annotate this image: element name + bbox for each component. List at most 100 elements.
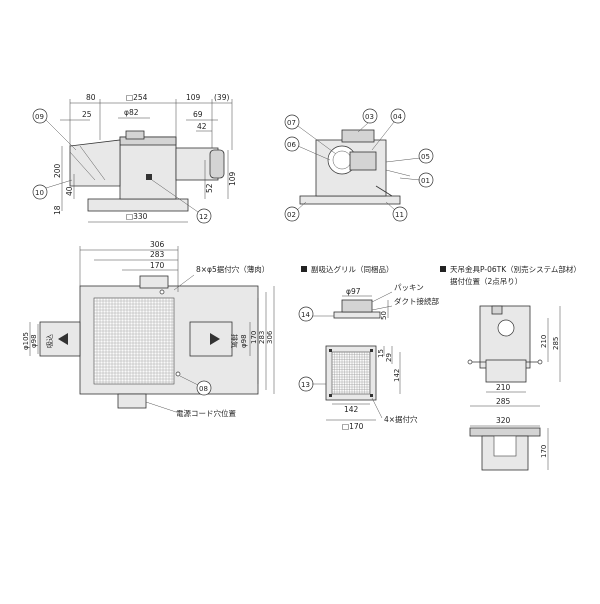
plan-top-stub [139,275,169,289]
leader-07 [297,125,337,155]
grille-142v-label: 142 [393,369,401,382]
hole-marker-2 [175,371,181,377]
grille-hole-4 [370,394,373,397]
leader-04 [371,121,395,151]
bracket-hang-l [467,359,473,365]
hole-marker [159,289,165,295]
grille-50-label: 50 [380,311,388,320]
dim-39-label: (39) [214,93,229,102]
callout-12-text: 12 [199,213,208,221]
callout-03 [362,108,378,124]
callout-14-text: 14 [301,311,310,319]
packing-label: パッキン [394,283,424,292]
dim-69-label: 69 [193,110,203,119]
inlet-diagonal [69,151,96,181]
dim-200-label: 200 [53,163,62,178]
callout-06-text: 06 [287,141,296,149]
leader-08 [179,375,199,386]
bracket-hang-r [537,359,543,365]
grille-heading: 副吸込グリル（同梱品） [311,264,394,274]
dim-109-label: 109 [186,93,201,102]
bracket-sub: 据付位置（2点吊り） [450,276,522,286]
plan-306v-label: 306 [266,330,274,344]
callout-09-text: 09 [35,113,44,121]
dim-80-label: 80 [86,93,96,102]
base-plate [87,198,189,212]
section-hinge [375,185,393,197]
callout-05 [418,148,434,164]
bracket-bottom-plate [469,427,541,437]
outlet-collar [209,149,225,179]
plan-283v-label: 283 [258,331,266,344]
bracket-lower [485,359,527,383]
section-view-right: 07 03 04 06 05 01 02 11 [284,108,434,222]
bracket-body [479,305,531,369]
housing [119,136,177,200]
dim-40-label: 40 [65,186,74,196]
bracket-bottom-window [493,435,517,457]
callout-03-text: 03 [365,113,374,121]
grille-hole-1 [329,349,332,352]
callout-14 [298,306,314,322]
dim-18-label: 18 [53,205,62,215]
callout-10 [32,184,48,200]
duct-joint-leader [371,305,393,311]
bracket-center-hole [497,319,515,337]
inlet-diagonal-2 [79,145,106,181]
callout-02 [284,206,300,222]
plan-phi98l-label: φ98 [30,334,38,348]
leader-06 [297,145,331,161]
plan-bottom-stub [117,393,147,409]
cord-note: 電源コード穴位置 [176,408,236,418]
plan-grille [93,297,175,385]
grille-142-label: 142 [344,405,359,414]
cord-leader [145,401,177,413]
bracket-285v-label: 285 [552,337,560,350]
ceiling-bracket-detail: 天吊金具P-06TK（別売システム部材） 据付位置（2点吊り） 210 285 … [440,264,581,471]
plan-283-label: 283 [150,250,165,259]
dim-330-label: □330 [126,212,148,221]
inlet-box [69,139,121,187]
callout-02-text: 02 [287,211,296,219]
holes-note: 8×φ5据付穴（薄肉） [196,264,269,274]
callout-05-text: 05 [421,153,430,161]
bracket-170v-label: 170 [540,445,548,458]
callout-08 [196,380,212,396]
grille-heading-bullet [301,266,307,272]
callout-09 [32,108,48,124]
grille-detail: 副吸込グリル（同梱品） φ97 パッキン ダクト接続部 50 14 15 29 … [298,264,439,431]
grille-15-label: 15 [377,349,385,358]
callout-04 [390,108,406,124]
grille-phi97-label: φ97 [346,287,361,296]
bracket-210-label: 210 [496,383,511,392]
callout-12 [196,208,212,224]
callout-04-text: 04 [393,113,402,121]
section-base [299,195,401,205]
leader-12 [151,179,199,213]
grille-collar [341,299,373,313]
plan-phi105-label: φ105 [22,332,30,350]
leader-05 [385,157,421,163]
grille-hole-3 [329,394,332,397]
callout-08-text: 08 [199,385,208,393]
leader-11 [385,201,396,211]
grille-170-label: □170 [342,422,364,431]
leader-02 [296,201,307,211]
callout-11 [392,206,408,222]
section-top-duct [341,129,375,143]
bracket-heading-bullet [440,266,446,272]
grille-flange [333,311,381,319]
inlet-arrow [58,333,68,345]
callout-10-text: 10 [35,189,44,197]
duct-joint-label: ダクト接続部 [394,296,439,306]
leader-01 [399,177,421,181]
plan-306-label: 306 [150,240,165,249]
bracket-320-label: 320 [496,416,511,425]
bracket-210v-label: 210 [540,335,548,348]
plan-phi98r-label: φ98 [240,334,248,348]
side-view-left: 80 □254 109 (39) 25 φ82 69 42 200 40 52 … [32,93,237,224]
dim-254-label: □254 [126,93,148,102]
motor-box [349,151,377,171]
